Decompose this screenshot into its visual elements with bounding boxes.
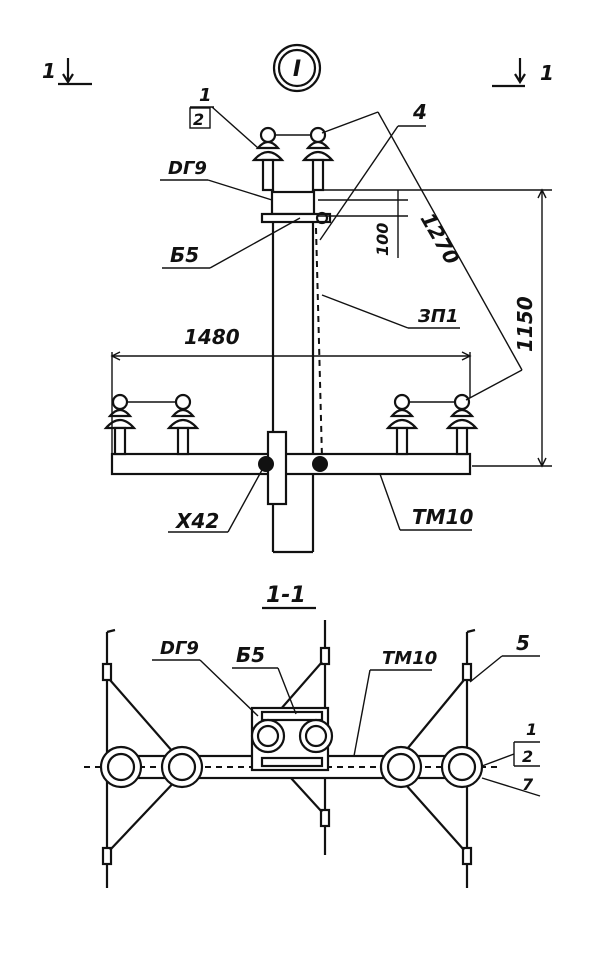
section-insulator-6 bbox=[298, 718, 334, 754]
section-callout-5: 5 bbox=[469, 631, 540, 683]
section-title: 1-1 bbox=[266, 583, 306, 608]
section-callout-right: 1 2 7 bbox=[481, 720, 541, 797]
section-insulator-5 bbox=[250, 718, 286, 754]
section-b5-label: Б5 bbox=[236, 643, 265, 667]
dimension-1270: 1270 bbox=[321, 111, 523, 401]
insulator-crossarm-3 bbox=[385, 393, 419, 456]
dim-1150-label: 1150 bbox=[513, 296, 537, 352]
section-dg9-label: DГ9 bbox=[160, 638, 199, 659]
section-callout-7: 7 bbox=[522, 775, 534, 794]
view-marker: I bbox=[272, 43, 322, 93]
section-callout-2: 2 bbox=[522, 747, 533, 766]
dimension-1150: 1150 bbox=[318, 188, 552, 468]
callout-dg9: DГ9 bbox=[160, 158, 273, 201]
dim-1480-label: 1480 bbox=[184, 325, 240, 349]
callout-top-label-1: 1 bbox=[199, 85, 212, 106]
section-insulator-4 bbox=[440, 745, 484, 789]
section-mark-right: 1 bbox=[492, 58, 554, 88]
callout-zp1-label: ЗП1 bbox=[417, 306, 458, 327]
section-5-label: 5 bbox=[516, 631, 530, 655]
callout-dg9-label: DГ9 bbox=[168, 158, 207, 179]
callout-tm10: ТМ10 bbox=[379, 473, 473, 531]
section-insulator-2 bbox=[160, 745, 204, 789]
bolt-left bbox=[258, 456, 274, 472]
callout-x42-label: Х42 bbox=[174, 509, 219, 533]
insulator-crossarm-2 bbox=[166, 393, 200, 456]
crossarm-tm10 bbox=[110, 452, 472, 476]
section-view: 1-1 bbox=[84, 583, 541, 888]
bolt-right bbox=[312, 456, 328, 472]
section-callout-dg9: DГ9 bbox=[152, 638, 259, 717]
view-marker-label: I bbox=[293, 57, 301, 82]
callout-tm10-label: ТМ10 bbox=[412, 505, 473, 529]
insulator-crossarm-4 bbox=[445, 393, 479, 456]
callout-x42: Х42 bbox=[168, 469, 263, 533]
section-mark-left: 1 bbox=[42, 58, 92, 86]
section-mark-right-label: 1 bbox=[540, 61, 554, 85]
section-callout-tm10: ТМ10 bbox=[353, 648, 437, 757]
callout-b5-label: Б5 bbox=[170, 243, 199, 267]
top-bracket bbox=[270, 190, 316, 216]
dimension-1480: 1480 bbox=[110, 325, 472, 454]
callout-zp1: ЗП1 bbox=[321, 294, 460, 329]
callout-4: 4 bbox=[319, 100, 427, 241]
earth-conductor bbox=[315, 227, 323, 459]
section-tm10-label: ТМ10 bbox=[382, 648, 437, 669]
section-callout-1: 1 bbox=[526, 720, 537, 739]
dim-1270-label: 1270 bbox=[416, 209, 465, 269]
insulator-top-left bbox=[251, 126, 285, 192]
section-callout-b5: Б5 bbox=[232, 643, 297, 715]
section-mark-left-label: 1 bbox=[42, 59, 56, 83]
elevation-view: 1480 1150 1270 100 1 bbox=[103, 85, 552, 554]
insulator-top-right bbox=[301, 126, 335, 192]
insulator-crossarm-1 bbox=[103, 393, 137, 456]
section-insulator-1 bbox=[99, 745, 143, 789]
dimension-100: 100 bbox=[318, 190, 408, 258]
callout-4-label: 4 bbox=[412, 100, 427, 124]
callout-top: 1 2 bbox=[189, 85, 259, 149]
top-bracket-plate bbox=[260, 212, 332, 224]
callout-top-label-2: 2 bbox=[193, 110, 204, 129]
section-insulator-3 bbox=[379, 745, 423, 789]
callout-b5: Б5 bbox=[162, 217, 301, 269]
dim-100-label: 100 bbox=[373, 223, 392, 256]
